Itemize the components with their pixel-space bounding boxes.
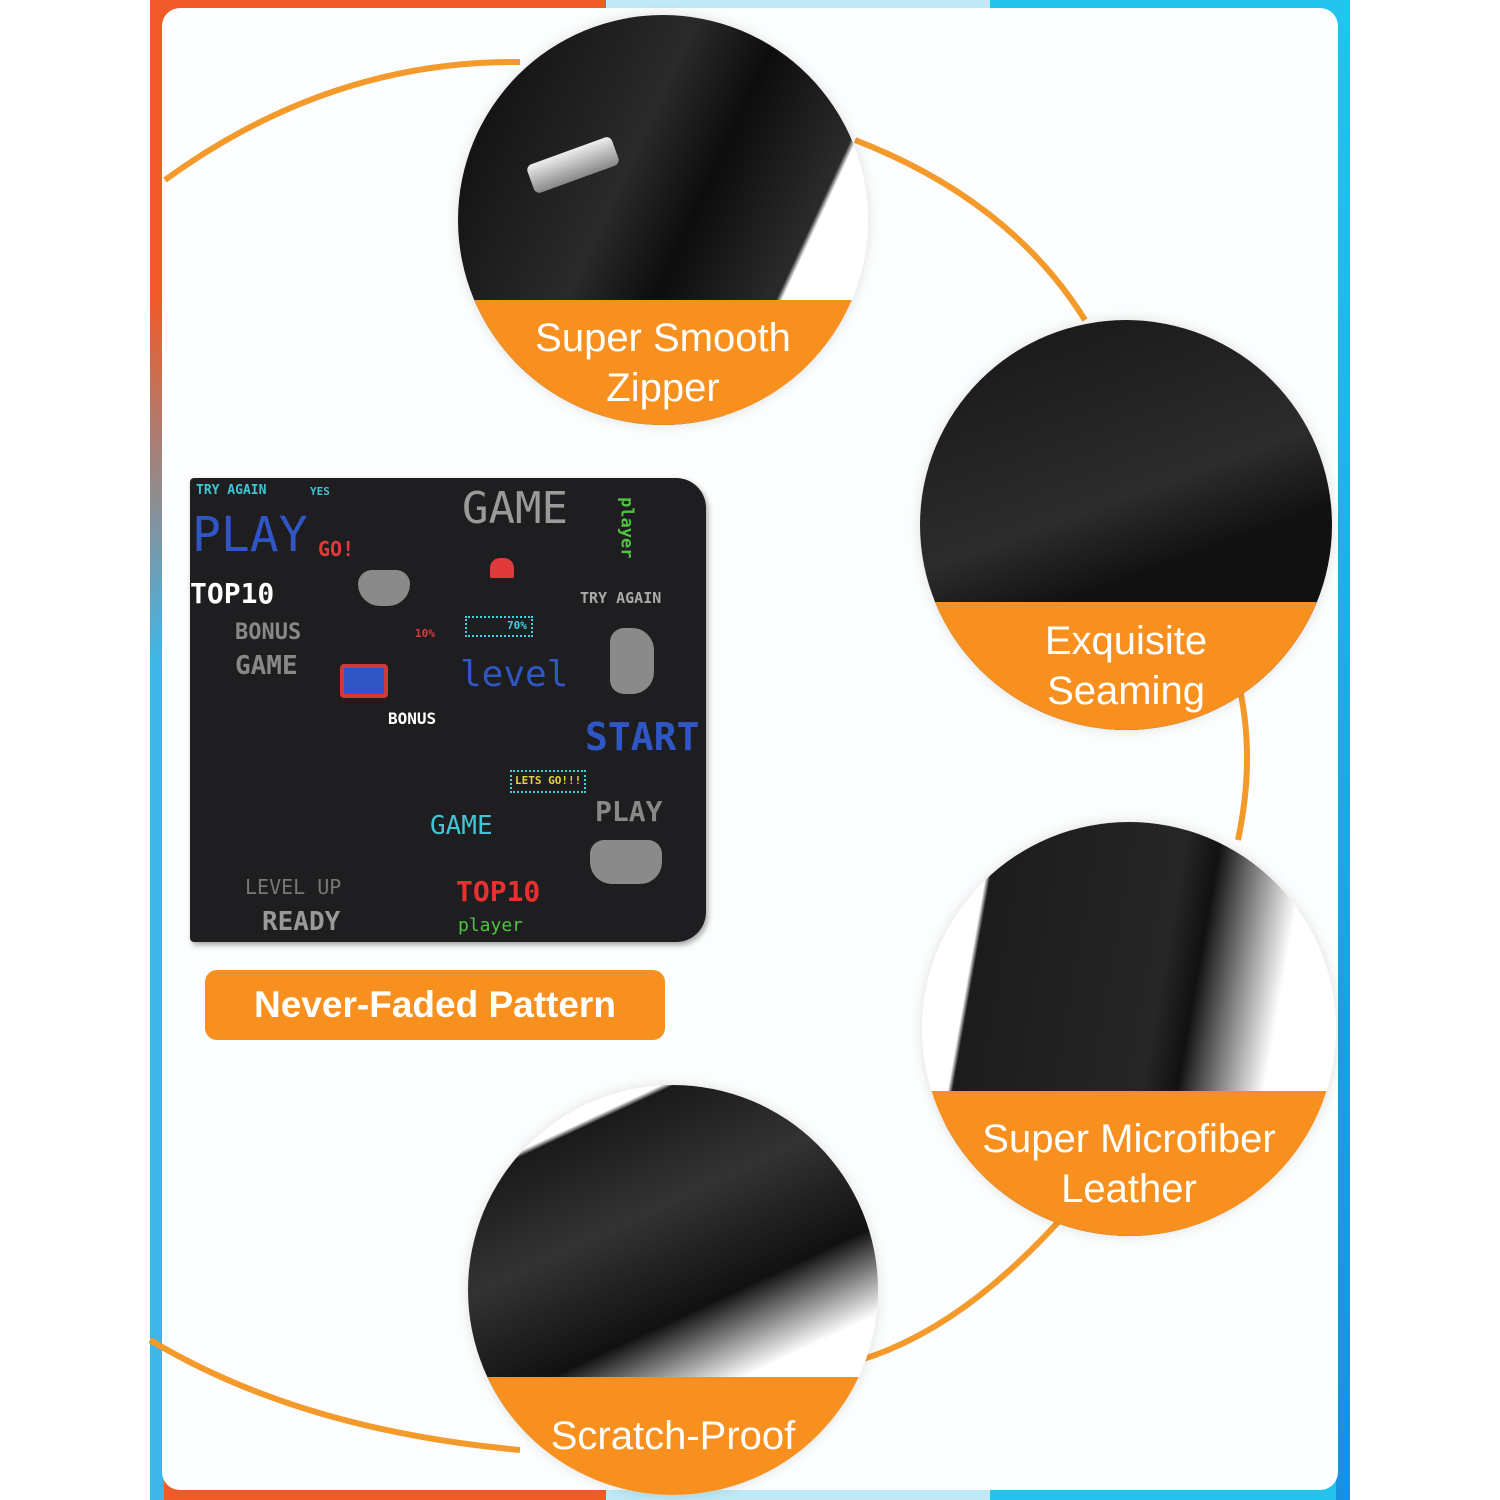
frame-left-edge (150, 300, 164, 1500)
print-text: PLAY (595, 795, 663, 828)
game-controller-icon (610, 628, 654, 694)
print-text: player (458, 915, 524, 936)
feature-microfiber: Super Microfiber Leather (922, 822, 1336, 1236)
print-text: GAME (235, 651, 298, 681)
feature-label: Super Microfiber Leather (922, 1091, 1336, 1236)
feature-zipper: Super Smooth Zipper (458, 15, 868, 425)
feature-title-line1: Super Microfiber (982, 1116, 1276, 1161)
feature-title-line1: Super Smooth (535, 315, 791, 360)
never-faded-pattern-badge: Never-Faded Pattern (205, 970, 665, 1040)
zipper-pull-icon (525, 135, 621, 195)
feature-seaming: Exquisite Seaming (920, 320, 1332, 730)
wallet-pattern-image: TRY AGAIN YES GAME player PLAY GO! TOP10… (190, 478, 706, 942)
feature-title: Scratch-Proof (550, 1414, 796, 1458)
print-text: GO! (318, 537, 355, 561)
print-text: TOP10 (456, 875, 541, 908)
print-text: LEVEL UP (245, 875, 342, 899)
print-text: PLAY (192, 507, 308, 563)
print-text: GAME (462, 483, 568, 534)
feature-title-line2: Leather (1061, 1166, 1197, 1211)
frame-right-edge (1336, 0, 1350, 1500)
print-text: LETS GO!!! (510, 770, 587, 793)
game-controller-icon (590, 840, 662, 884)
print-text: 10% (415, 627, 435, 640)
heart-icon (490, 558, 514, 578)
print-text: TOP10 (190, 577, 275, 610)
print-text: BONUS (388, 709, 437, 728)
print-text: BONUS (235, 620, 302, 645)
feature-title-line2: Zipper (606, 365, 720, 410)
print-text: START (585, 715, 700, 759)
feature-label: Exquisite Seaming (920, 602, 1332, 730)
feature-label: Scratch-Proof (468, 1377, 878, 1495)
print-text: 70% (465, 616, 533, 637)
print-text: player (616, 497, 637, 559)
feature-title-line2: Seaming (1047, 669, 1205, 713)
print-text: READY (262, 907, 341, 937)
print-text: TRY AGAIN (580, 589, 662, 607)
print-text: GAME (430, 811, 493, 841)
game-controller-icon (358, 570, 410, 606)
print-text: TRY AGAIN (196, 483, 267, 498)
print-text: level (460, 654, 569, 695)
print-text: YES (310, 485, 330, 498)
space-invader-icon (340, 664, 388, 698)
feature-label: Super Smooth Zipper (458, 300, 868, 425)
feature-scratch-proof: Scratch-Proof (468, 1085, 878, 1495)
feature-title-line1: Exquisite (1044, 619, 1208, 663)
